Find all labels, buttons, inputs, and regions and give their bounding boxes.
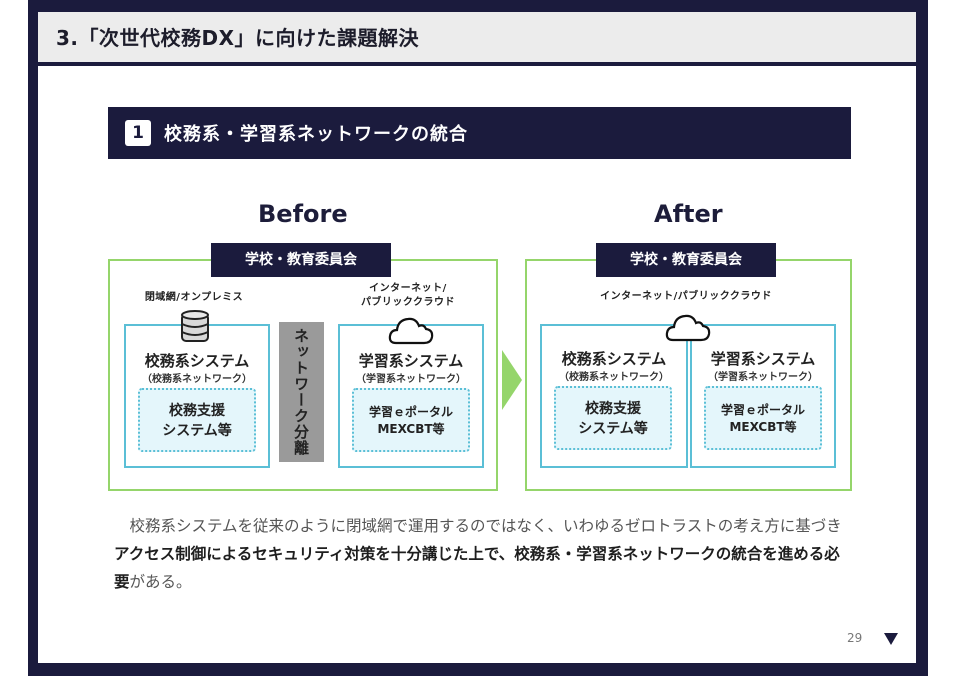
- after-school-inner-line1: 校務支援: [585, 401, 641, 417]
- before-cloud-label-line2: パブリッククラウド: [360, 297, 456, 308]
- before-school-system-box: 校務系システム （校務系ネットワーク） 校務支援 システム等: [124, 324, 270, 468]
- after-school-system-title: 校務系システム: [561, 350, 667, 368]
- before-to-after-arrow: [502, 350, 522, 410]
- before-cloud-label-line1: インターネット/: [369, 283, 447, 294]
- after-school-inner-box: 校務支援 システム等: [554, 386, 672, 450]
- section-number: 1: [125, 120, 151, 146]
- after-learning-system-box: 学習系システム （学習系ネットワーク） 学習ｅポータル MEXCBT等: [690, 324, 836, 468]
- database-icon: [181, 310, 209, 342]
- after-learning-inner-line2: MEXCBT等: [729, 420, 797, 434]
- after-school-system-subtitle: （校務系ネットワーク）: [559, 372, 669, 383]
- before-school-system-title: 校務系システム: [144, 352, 250, 370]
- after-label: After: [654, 200, 723, 228]
- before-school-inner-line1: 校務支援: [169, 403, 225, 419]
- body-text-part1: 校務系システムを従来のように閉域網で運用するのではなく、いわゆるゼロトラストの考…: [114, 517, 842, 535]
- before-learning-system-title: 学習系システム: [358, 352, 464, 370]
- slide-header: 3.「次世代校務DX」に向けた課題解決: [38, 12, 916, 64]
- network-separation-bar: ネットワーク分離: [279, 322, 324, 462]
- before-learning-inner-line2: MEXCBT等: [377, 422, 445, 436]
- slide-title: 3.「次世代校務DX」に向けた課題解決: [56, 26, 420, 50]
- after-learning-system-subtitle: （学習系ネットワーク）: [708, 372, 818, 383]
- slide-panel: 1 校務系・学習系ネットワークの統合 Before 学校・教育委員会 閉域網/オ…: [38, 66, 916, 663]
- page-number: 29: [847, 631, 863, 645]
- cloud-icon: [388, 317, 434, 345]
- before-cloud-label: インターネット/ パブリッククラウド: [338, 282, 478, 310]
- before-school-system-subtitle: （校務系ネットワーク）: [142, 374, 252, 385]
- network-separation-label: ネットワーク分離: [292, 328, 310, 456]
- body-paragraph: 校務系システムを従来のように閉域網で運用するのではなく、いわゆるゼロトラストの考…: [114, 512, 854, 596]
- before-label: Before: [258, 200, 348, 228]
- after-cloud-label: インターネット/パブリッククラウド: [600, 291, 772, 302]
- cloud-icon: [665, 314, 711, 342]
- before-learning-system-subtitle: （学習系ネットワーク）: [356, 374, 466, 385]
- before-group-tag: 学校・教育委員会: [211, 243, 391, 277]
- after-learning-inner-line1: 学習ｅポータル: [720, 403, 805, 417]
- before-school-inner-box: 校務支援 システム等: [138, 388, 256, 452]
- after-school-inner-line2: システム等: [578, 421, 648, 437]
- before-learning-system-box: 学習系システム （学習系ネットワーク） 学習ｅポータル MEXCBT等: [338, 324, 484, 468]
- section-title: 校務系・学習系ネットワークの統合: [164, 124, 468, 145]
- next-slide-triangle-down-icon[interactable]: [884, 633, 898, 645]
- before-school-inner-line2: システム等: [162, 423, 232, 439]
- after-learning-inner-box: 学習ｅポータル MEXCBT等: [704, 386, 822, 450]
- before-onprem-label: 閉域網/オンプレミス: [144, 292, 244, 303]
- after-learning-system-title: 学習系システム: [710, 350, 816, 368]
- after-group-tag: 学校・教育委員会: [596, 243, 776, 277]
- before-learning-inner-line1: 学習ｅポータル: [368, 405, 453, 419]
- body-text-emphasis: アクセス制御によるセキュリティ対策を十分講じた上で、校務系・学習系ネットワークの…: [114, 545, 840, 591]
- before-learning-inner-box: 学習ｅポータル MEXCBT等: [352, 388, 470, 452]
- after-school-system-box: 校務系システム （校務系ネットワーク） 校務支援 システム等: [540, 324, 688, 468]
- section-bar: 1 校務系・学習系ネットワークの統合: [108, 107, 851, 159]
- body-text-part2: がある。: [129, 573, 192, 591]
